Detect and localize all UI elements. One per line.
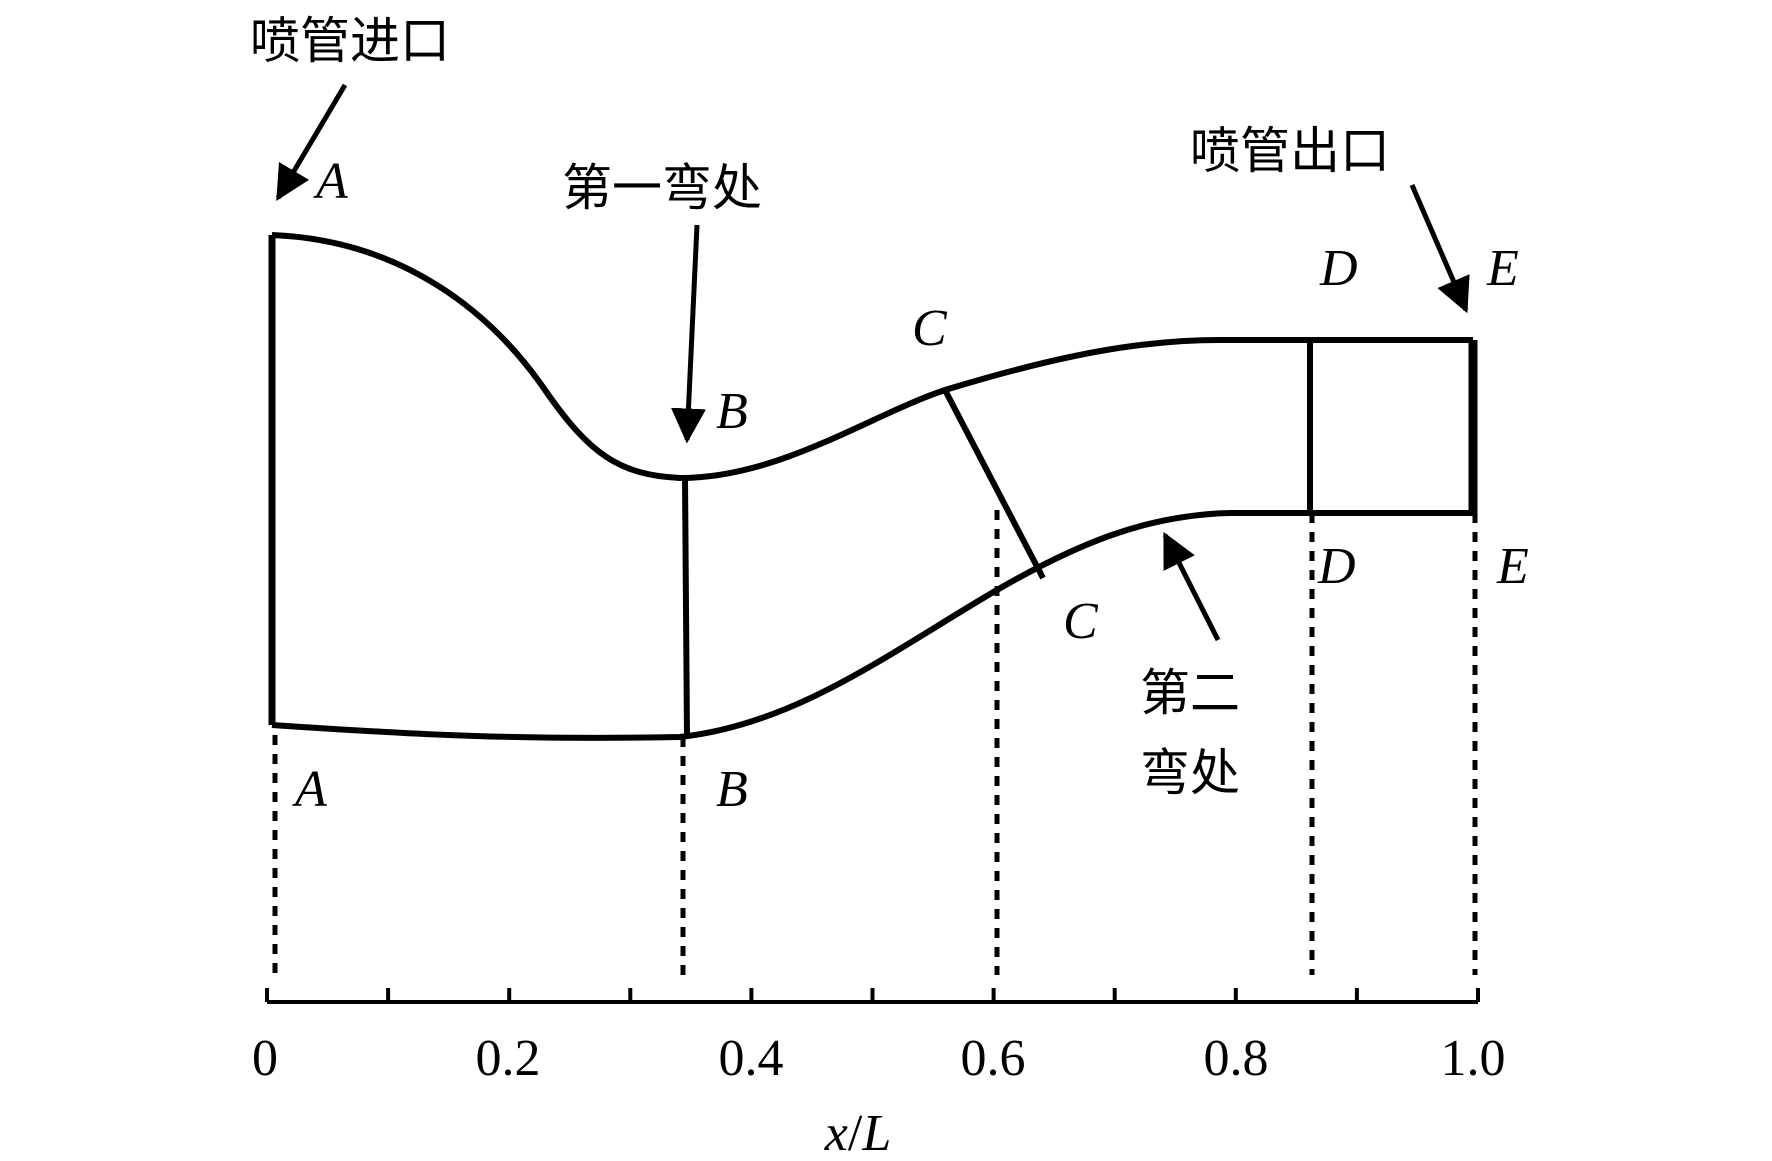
- point-label-e-top: E: [1486, 240, 1519, 297]
- outlet-arrow: [1409, 184, 1470, 314]
- section-line-b: [682, 477, 690, 738]
- section-line-c: [942, 388, 1046, 580]
- tick-label-0: 0: [252, 1030, 278, 1087]
- tick-label-0.6: 0.6: [961, 1030, 1026, 1087]
- second-bend-annotation-line2: 弯处: [1140, 744, 1240, 802]
- point-label-d-bottom: D: [1317, 538, 1356, 595]
- x-axis-ticks: [265, 988, 1480, 1002]
- point-label-d-top: D: [1319, 240, 1358, 297]
- outlet-annotation: 喷管出口: [1190, 122, 1390, 180]
- first-bend-arrow: [670, 224, 706, 444]
- nozzle-lower-wall: [271, 510, 1473, 741]
- nozzle-upper-wall: [271, 232, 1473, 482]
- point-label-c-top: C: [912, 300, 948, 357]
- tick-label-0.8: 0.8: [1204, 1030, 1269, 1087]
- first-bend-annotation: 第一弯处: [562, 159, 762, 217]
- tick-label-0.2: 0.2: [476, 1030, 541, 1087]
- inlet-annotation: 喷管进口: [250, 12, 450, 70]
- second-bend-arrow: [1162, 531, 1221, 642]
- projection-lines: [272, 510, 1478, 975]
- tick-label-1.0: 1.0: [1441, 1030, 1506, 1087]
- point-label-c-bottom: C: [1063, 593, 1099, 650]
- point-label-b-top: B: [716, 383, 748, 440]
- point-label-b-bottom: B: [716, 761, 748, 818]
- point-label-a-top: A: [313, 153, 348, 210]
- x-axis-label: x/L: [824, 1105, 891, 1161]
- point-label-a-bottom: A: [292, 761, 327, 818]
- inlet-arrow: [275, 83, 348, 202]
- point-label-e-bottom: E: [1496, 538, 1529, 595]
- tick-label-0.4: 0.4: [719, 1030, 784, 1087]
- second-bend-annotation-line1: 第二: [1140, 664, 1240, 722]
